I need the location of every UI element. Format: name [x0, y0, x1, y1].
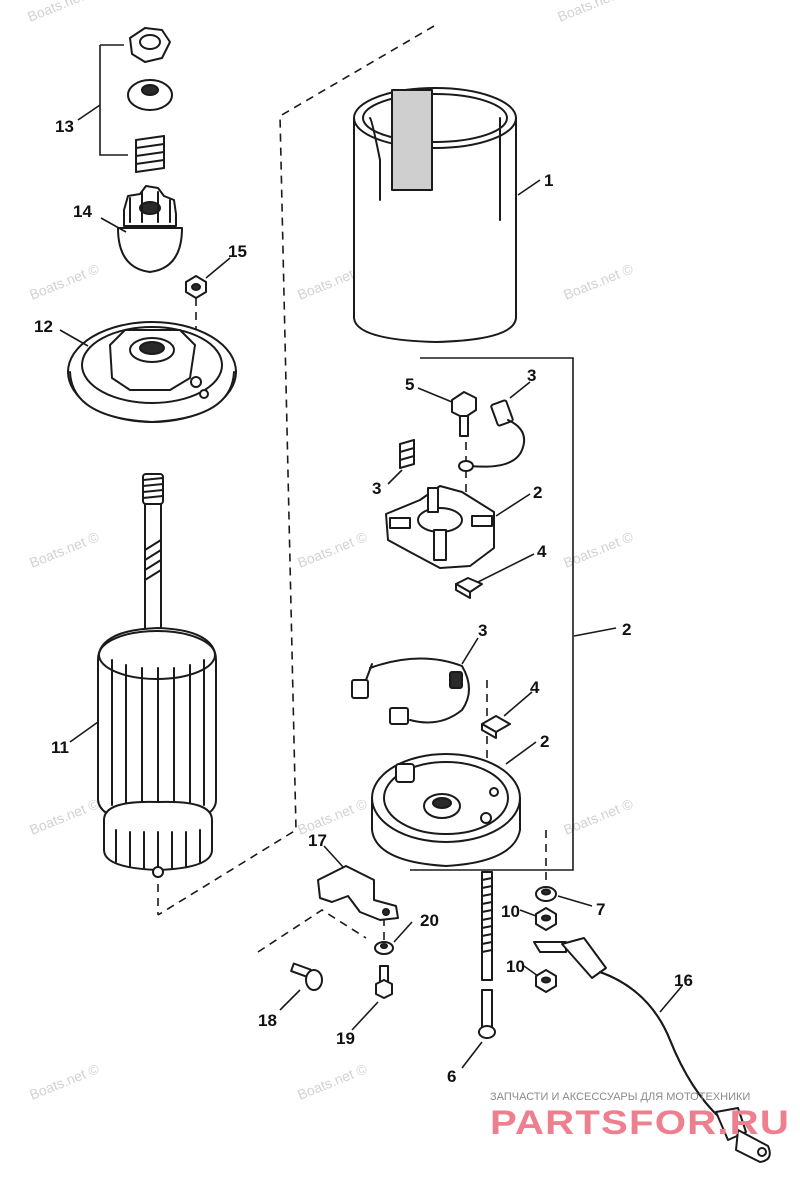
callout-2: 2 — [540, 732, 549, 751]
part-15-nut — [185, 275, 207, 299]
watermark: Boats.net © — [295, 528, 370, 571]
watermark: Boats.net © — [27, 528, 102, 571]
watermark: Boats.net © — [295, 795, 370, 838]
callout-18: 18 — [258, 1011, 277, 1030]
watermark: Boats.net © — [27, 260, 102, 303]
screw-18-guide — [257, 909, 367, 953]
spring — [135, 135, 165, 173]
part-4-insulator-upper — [455, 577, 483, 599]
partsfor-watermark: ЗАПЧАСТИ И АКСЕССУАРЫ ДЛЯ МОТОТЕХНИКИ PA… — [490, 1091, 790, 1142]
part-10-nut-lower — [535, 969, 557, 993]
callout-15: 15 — [228, 242, 247, 261]
brand-tagline: ЗАПЧАСТИ И АКСЕССУАРЫ ДЛЯ МОТОТЕХНИКИ — [490, 1091, 750, 1103]
part-12-drive-end-cap — [67, 321, 237, 423]
watermark: Boats.net © — [25, 0, 100, 25]
watermark: Boats.net © — [555, 0, 630, 25]
part-4-insulator-lower — [481, 715, 511, 739]
part-3-brush-upper — [458, 399, 526, 472]
callout-4: 4 — [530, 678, 540, 697]
bracket-13 — [77, 44, 128, 156]
part-20-washer — [374, 941, 394, 955]
watermark: Boats.net © — [27, 795, 102, 838]
part-10-nut-upper — [535, 907, 557, 931]
washer — [127, 79, 173, 111]
part-3-spring — [399, 439, 415, 469]
callout-20: 20 — [420, 911, 439, 930]
callout-4: 4 — [537, 542, 547, 561]
callout-3: 3 — [527, 366, 536, 385]
part-3-brush-set-lower — [351, 657, 470, 725]
callout-2: 2 — [622, 620, 631, 639]
part-2-commutator-end-cap — [371, 753, 521, 867]
part-11-armature — [97, 473, 217, 878]
part-6-through-bolt — [478, 871, 496, 1039]
callout-numbers: 1 2 2 2 3 3 3 4 4 5 6 7 10 10 11 12 13 1… — [34, 117, 693, 1086]
callout-7: 7 — [596, 900, 605, 919]
watermark: Boats.net © — [561, 260, 636, 303]
leader-lines — [59, 179, 683, 1069]
lock-nut — [129, 27, 171, 63]
callout-6: 6 — [447, 1067, 456, 1086]
callout-13: 13 — [55, 117, 74, 136]
part-17-bracket — [317, 865, 399, 921]
part-7-washer — [535, 886, 557, 902]
watermark: Boats.net © — [27, 1060, 102, 1103]
callout-2: 2 — [533, 483, 542, 502]
callout-10: 10 — [506, 957, 525, 976]
watermark: Boats.net © — [295, 1060, 370, 1103]
callout-16: 16 — [674, 971, 693, 990]
callout-12: 12 — [34, 317, 53, 336]
callout-17: 17 — [308, 831, 327, 850]
part-16-cable — [533, 937, 771, 1163]
part-19-bolt — [375, 965, 393, 999]
assembly-2-bracket — [410, 357, 574, 871]
callout-5: 5 — [405, 375, 414, 394]
callout-10: 10 — [501, 902, 520, 921]
callout-3: 3 — [372, 479, 381, 498]
callout-3: 3 — [478, 621, 487, 640]
part-14-pinion-drive — [117, 185, 183, 273]
callout-11: 11 — [51, 738, 69, 757]
callout-14: 14 — [73, 202, 92, 221]
callout-1: 1 — [544, 171, 553, 190]
armature-alignment-line — [157, 25, 435, 916]
part-1-frame-housing — [353, 87, 517, 343]
part-13-nut-washer-spring — [77, 27, 173, 173]
part-5-screw — [451, 391, 477, 437]
part-18-screw — [290, 962, 323, 991]
brand-logo: PARTSFOR.RU — [490, 1104, 790, 1142]
callout-19: 19 — [336, 1029, 355, 1048]
part-2-brush-holder-upper — [385, 485, 495, 569]
